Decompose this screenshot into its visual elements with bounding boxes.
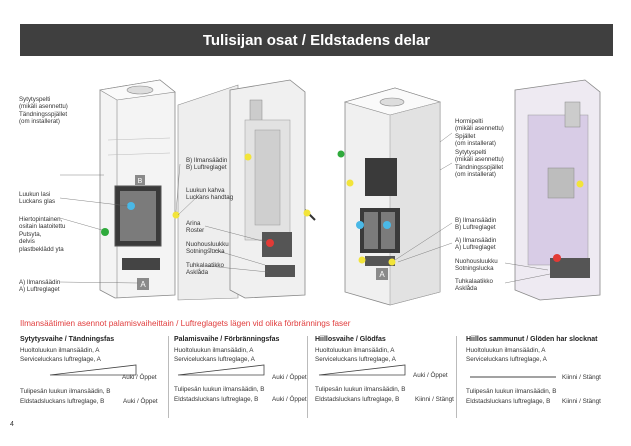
phase-heading: Ilmansäätimien asennot palamisvaiheittai… <box>20 319 351 328</box>
wedge-open-icon <box>177 364 265 376</box>
dot-grate-2 <box>553 254 561 262</box>
phase-column-3: Hiillosvaihe / Glödfas Huoltoluukun ilma… <box>315 336 454 403</box>
stove-front-view-2 <box>343 87 442 306</box>
fireplace-illustrations: B A A <box>59 79 601 306</box>
dot-plaster-2 <box>337 150 345 158</box>
phase-column-4: Hiillos sammunut / Glöden har slocknat H… <box>466 336 601 405</box>
phase-column-1: Sytytysvaihe / Tändningsfas Huoltoluukun… <box>20 336 158 405</box>
dot-handle <box>303 209 311 217</box>
label-sytytyspelti-right: Sytytyspelti(mikäli asennettu)Tändningss… <box>455 149 504 179</box>
marker-b-front: B <box>138 178 143 185</box>
page-number: 4 <box>10 421 14 428</box>
dot-air-b-2 <box>358 256 366 264</box>
phase-column-2: Palamisvaihe / Förbränningsfas Huoltoluu… <box>174 336 307 403</box>
page-title-bar: Tulisijan osat / Eldstadens delar <box>20 24 613 56</box>
closed-line-icon <box>470 376 556 378</box>
dot-spjall-1 <box>244 153 252 161</box>
marker-a-front: A <box>140 280 146 289</box>
phase-title: Sytytysvaihe / Tändningsfas <box>20 336 115 343</box>
stove-front-view-1 <box>99 79 239 301</box>
label-hormipelti: Hormipelti(mikäli asennettu)Spjället(om … <box>455 118 504 148</box>
stove-cutaway-view-2 <box>514 79 601 301</box>
wedge-open-icon <box>49 364 137 376</box>
phase-title: Hiillos sammunut / Glöden har slocknat <box>466 336 598 343</box>
label-sytytyspelti-left: Sytytyspelti(mikäli asennettu)Tändningss… <box>19 96 68 126</box>
wedge-open-icon <box>318 364 406 376</box>
dot-air-a-2 <box>388 258 396 266</box>
dot-handle-2 <box>576 180 584 188</box>
marker-a-front-2: A <box>379 270 385 279</box>
stove-cutaway-view-1 <box>229 79 316 299</box>
dot-glass-2a <box>356 221 364 229</box>
dot-grate <box>266 239 274 247</box>
dot-air-b <box>172 211 180 219</box>
phase-title: Hiillosvaihe / Glödfas <box>315 336 386 343</box>
dot-glass <box>127 202 135 210</box>
dot-glass-2b <box>383 221 391 229</box>
page-title: Tulisijan osat / Eldstadens delar <box>202 31 431 49</box>
dot-spjall-2 <box>346 179 354 187</box>
dot-plaster <box>101 228 109 236</box>
phase-title: Palamisvaihe / Förbränningsfas <box>174 336 280 343</box>
